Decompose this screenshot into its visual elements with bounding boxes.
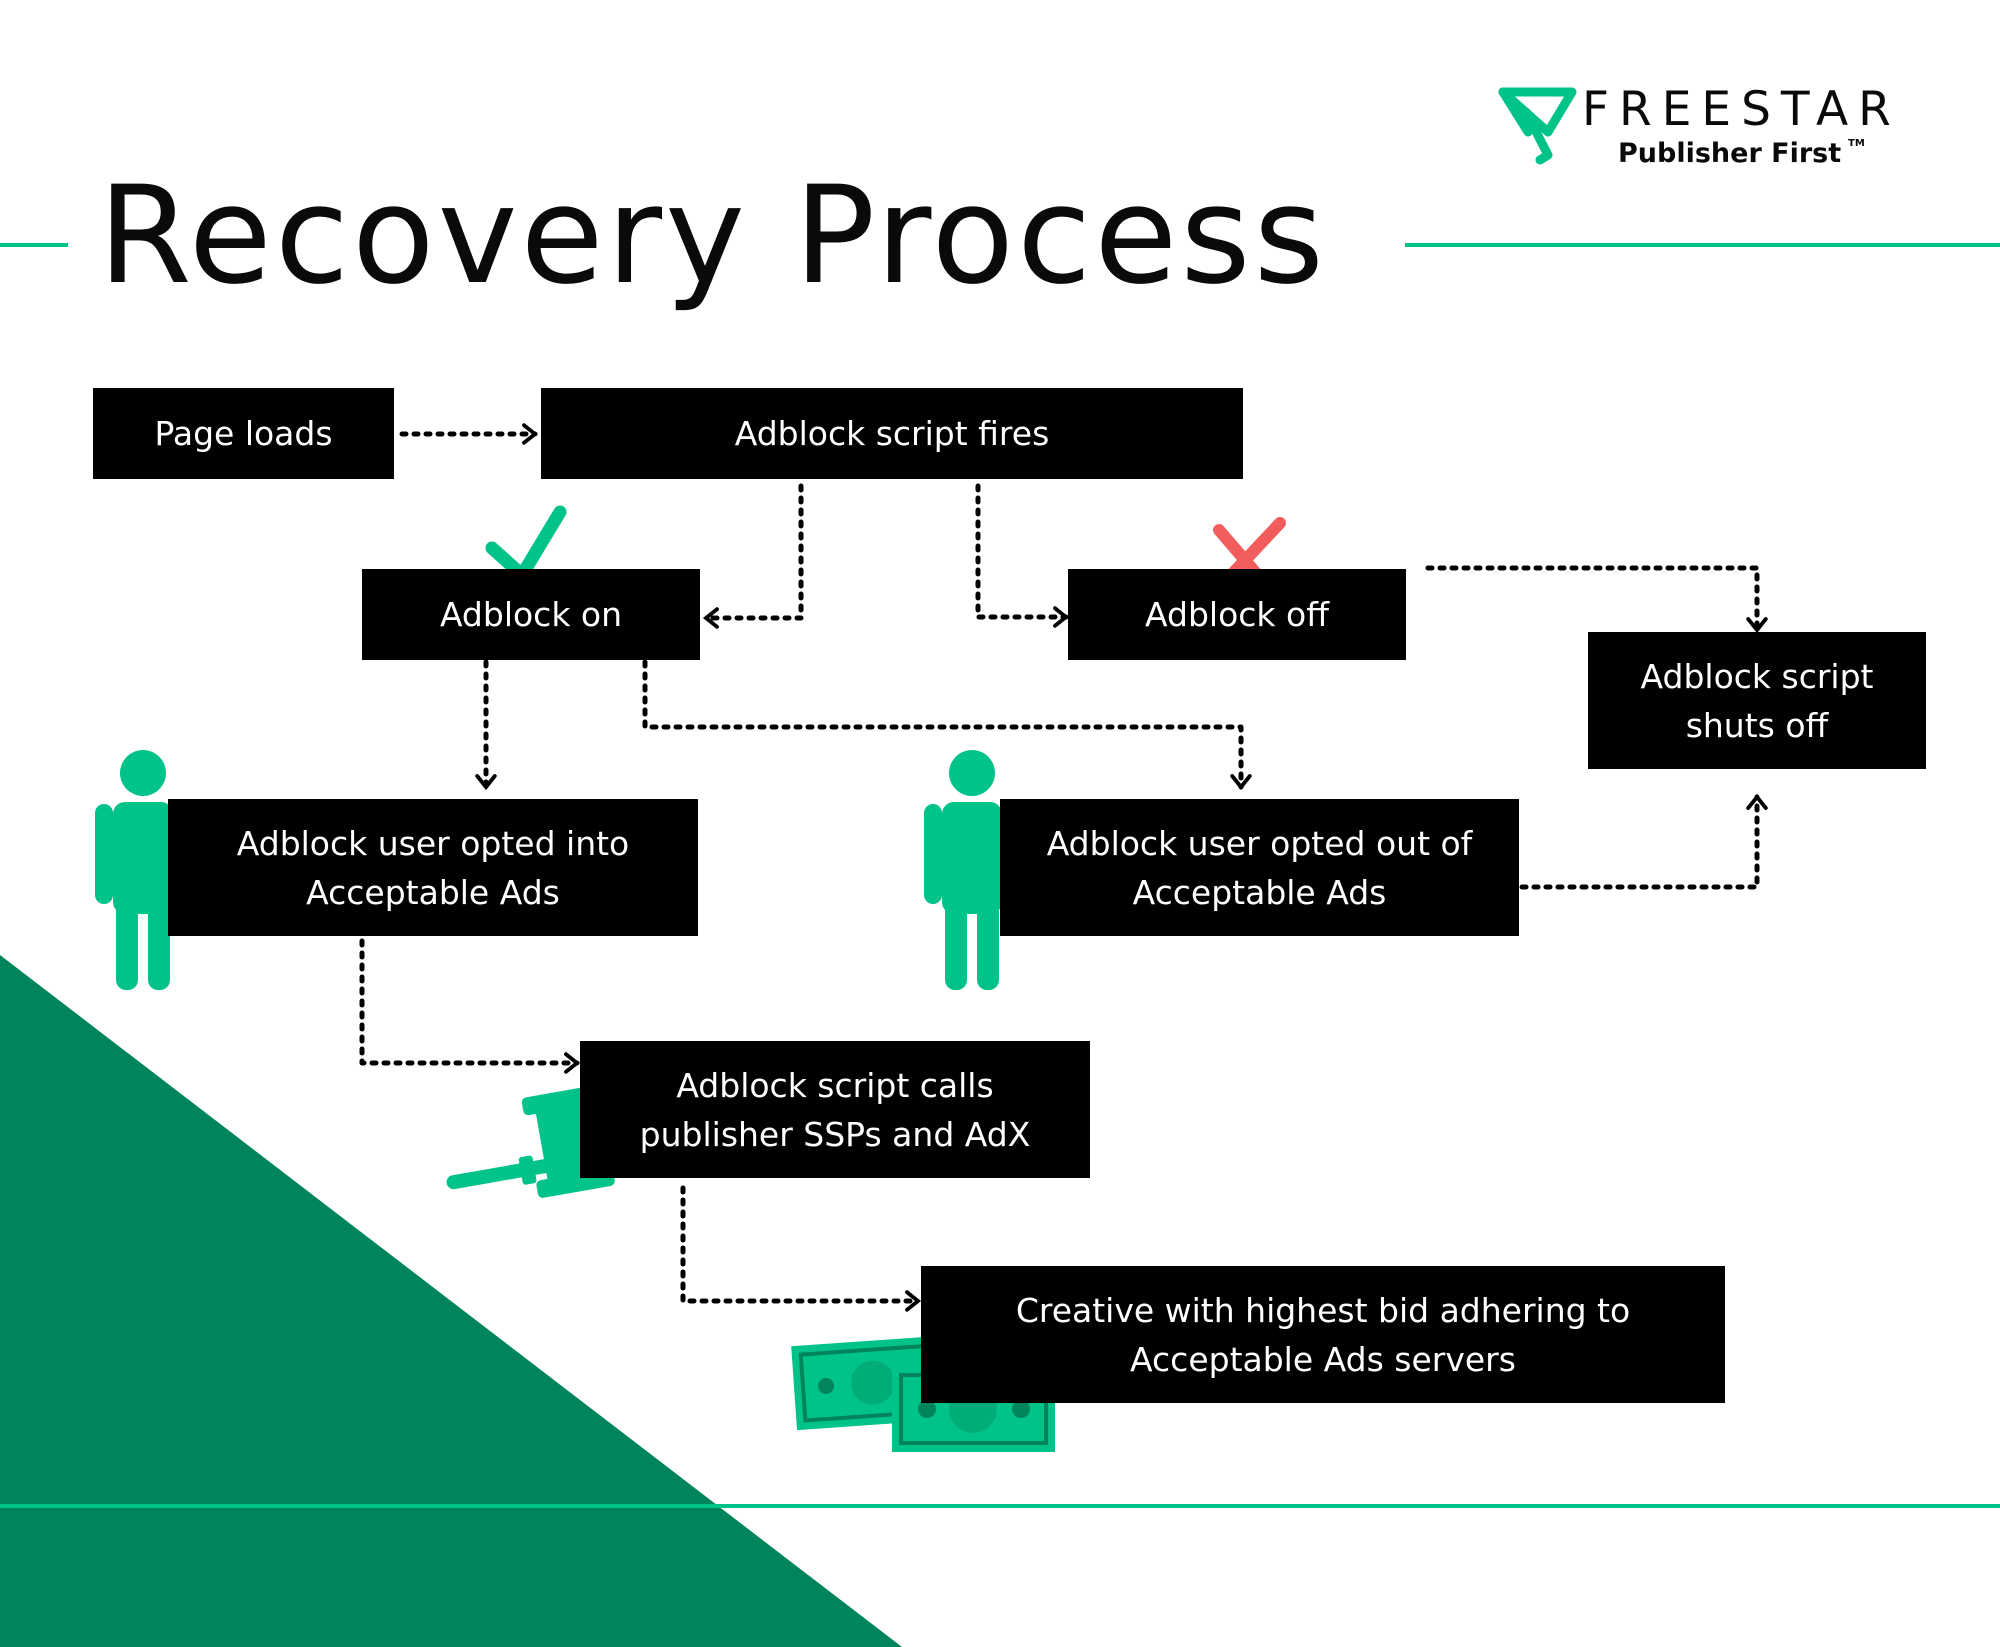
checkmark-icon	[485, 505, 567, 582]
node-opted-into-acceptable-ads: Adblock user opted into Acceptable Ads	[168, 799, 698, 936]
connector-calls-ssps-to-creative	[680, 1185, 922, 1312]
node-adblock-script-shuts-off: Adblock script shuts off	[1588, 632, 1926, 769]
node-label: Adblock script calls publisher SSPs and …	[639, 1065, 1031, 1154]
node-label: Adblock user opted into Acceptable Ads	[236, 823, 630, 912]
connector-adblock-on-to-opted-out	[642, 659, 1252, 791]
node-adblock-off: Adblock off	[1068, 569, 1406, 660]
connector-opted-into-to-calls-ssps	[359, 938, 581, 1074]
node-adblock-script-fires: Adblock script fires	[541, 388, 1243, 479]
connector-script-fires-to-adblock-off	[975, 483, 1070, 628]
node-label: Adblock script shuts off	[1640, 656, 1874, 745]
node-label: Adblock script fires	[734, 414, 1050, 453]
node-label: Creative with highest bid adhering to Ac…	[1015, 1290, 1631, 1379]
page-title: Recovery Process	[98, 157, 1327, 314]
node-opted-out-of-acceptable-ads: Adblock user opted out of Acceptable Ads	[1000, 799, 1519, 936]
freestar-logo-icon	[1498, 87, 1577, 165]
brand-trademark: TM	[1848, 138, 1865, 149]
brand-name: FREESTAR	[1582, 82, 1901, 137]
node-label: Adblock off	[1145, 595, 1329, 634]
decorative-triangle	[0, 955, 902, 1647]
node-creative-highest-bid: Creative with highest bid adhering to Ac…	[921, 1266, 1725, 1403]
node-label: Adblock on	[439, 595, 623, 634]
connector-opted-out-to-shuts-off	[1519, 793, 1768, 890]
node-calls-publisher-ssps: Adblock script calls publisher SSPs and …	[580, 1041, 1090, 1178]
node-page-loads: Page loads	[93, 388, 394, 479]
node-label: Adblock user opted out of Acceptable Ads	[1046, 823, 1473, 912]
node-label: Page loads	[154, 414, 333, 453]
connector-script-fires-to-adblock-on	[702, 483, 804, 629]
connector-adblock-off-to-shuts-off	[1425, 565, 1768, 634]
brand-tagline: Publisher First	[1618, 138, 1842, 169]
node-adblock-on: Adblock on	[362, 569, 700, 660]
